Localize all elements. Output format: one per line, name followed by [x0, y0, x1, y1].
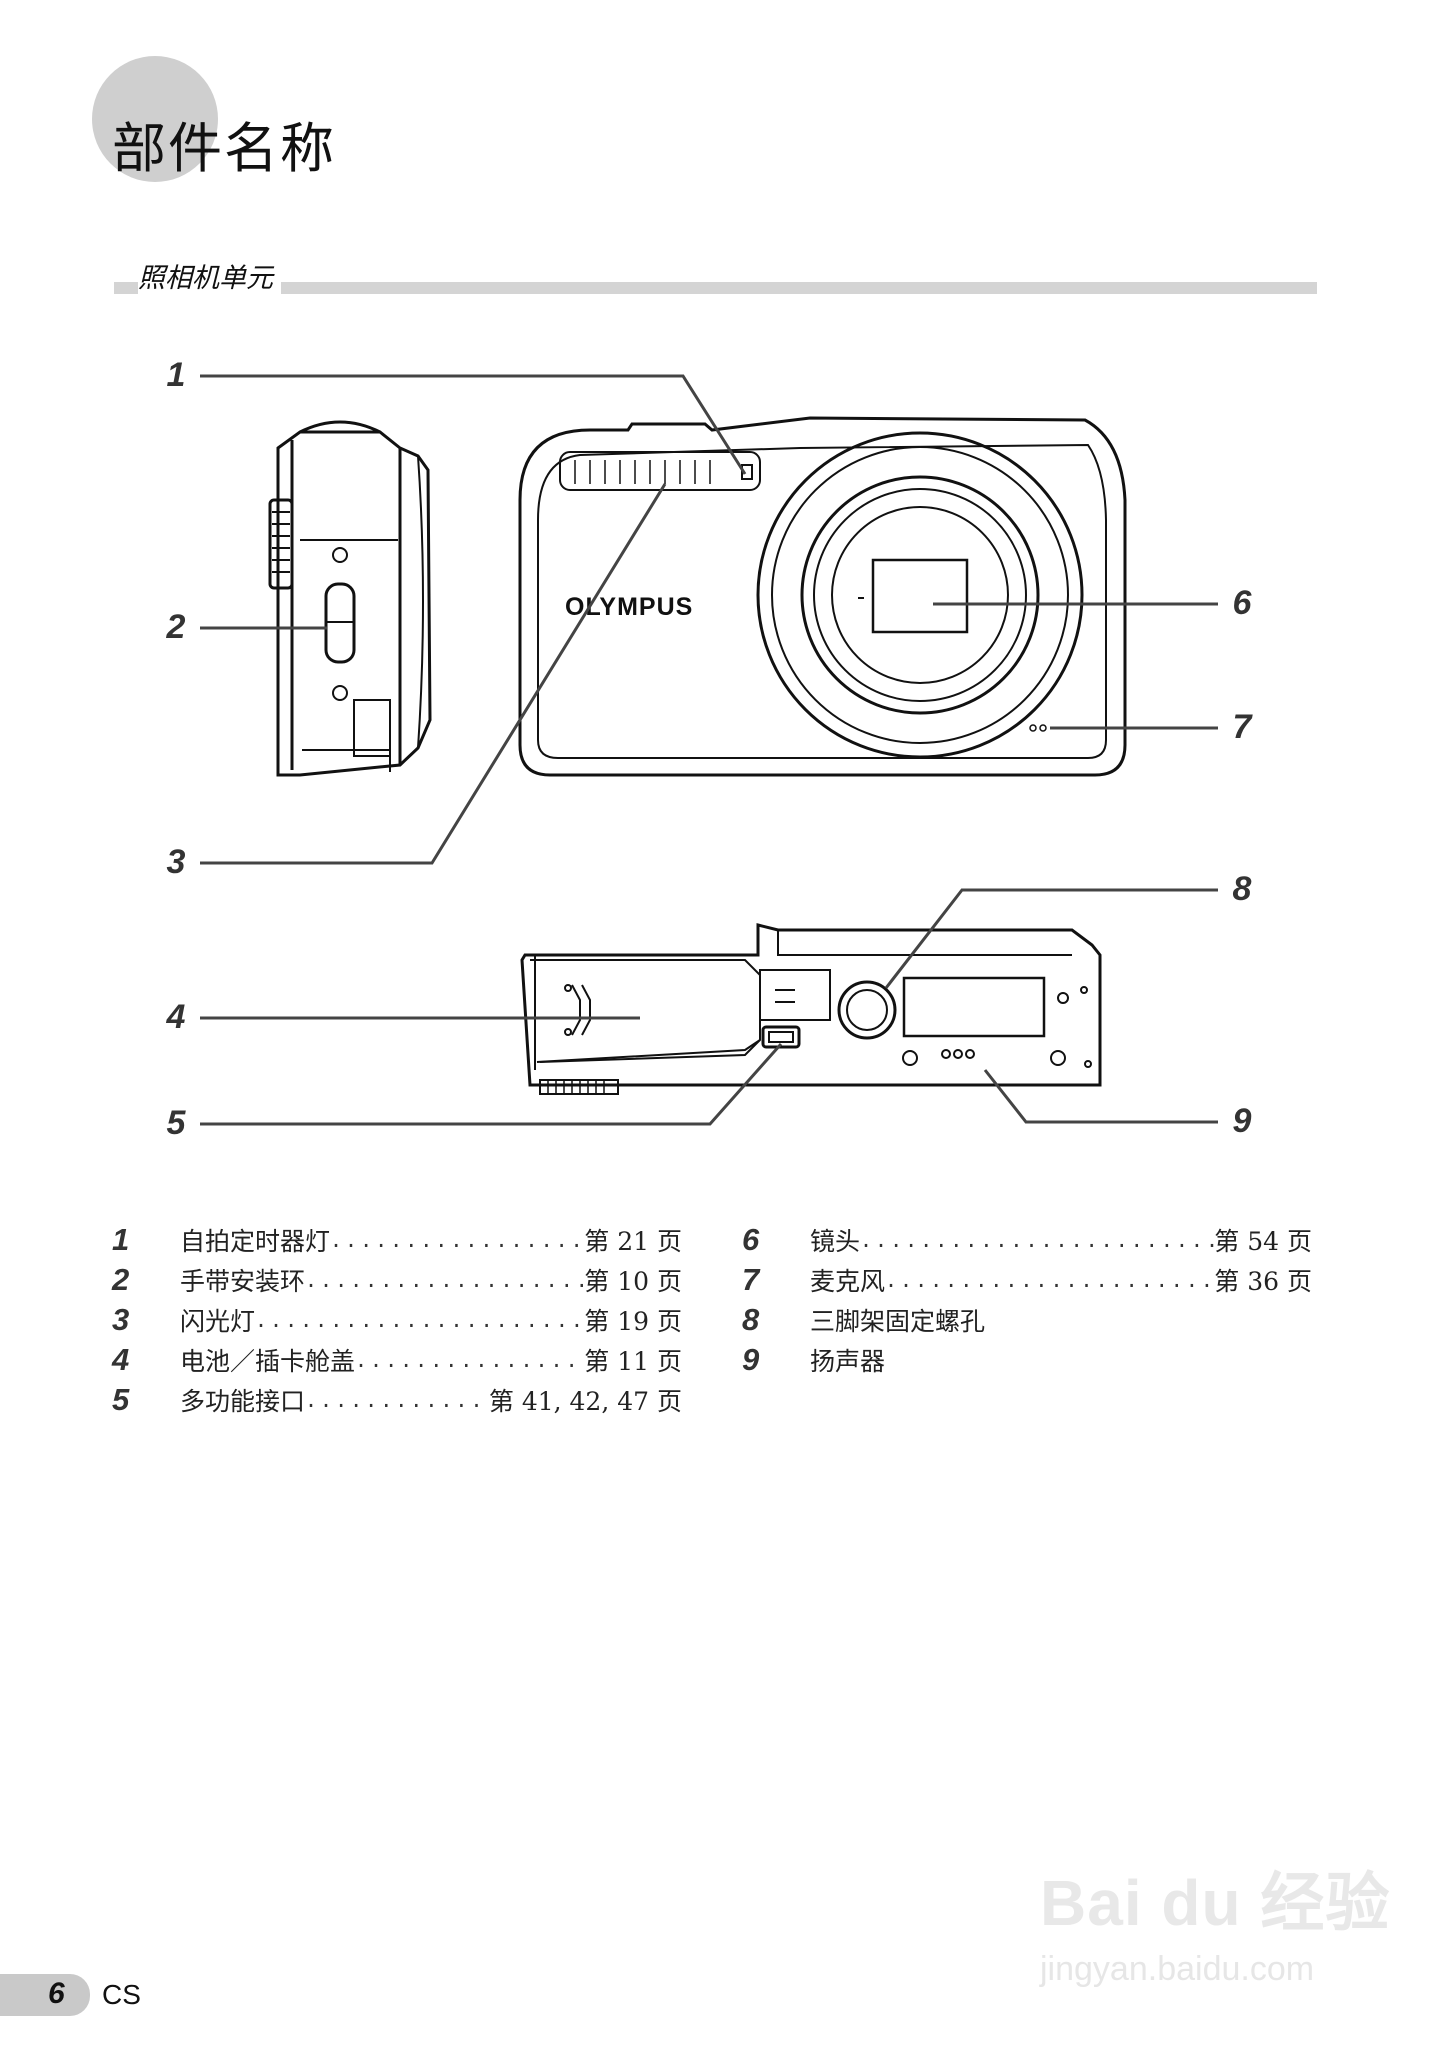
callout-1: 1: [166, 356, 186, 394]
leader-dots: ........................................…: [885, 1268, 1215, 1292]
legend-number: 7: [742, 1262, 760, 1297]
legend-number: 6: [742, 1222, 760, 1257]
leader-dots: ........................................…: [305, 1388, 489, 1412]
page-number-tab: [0, 1974, 90, 2016]
leader-dots: ........................................…: [330, 1228, 585, 1252]
legend-label: 多功能接口: [180, 1387, 306, 1416]
legend-label: 手带安装环: [180, 1267, 306, 1296]
legend-number: 3: [112, 1302, 130, 1337]
legend-page-ref: 第 41, 42, 47 页: [488, 1387, 682, 1416]
legend-item: 8 三脚架固定螺孔: [742, 1300, 1312, 1340]
section-divider: [114, 282, 1317, 294]
legend-item: 3 闪光灯 ..................................…: [112, 1300, 682, 1340]
legend-number: 9: [742, 1342, 760, 1377]
legend-item: 6 镜头 ...................................…: [742, 1220, 1312, 1260]
legend-label: 闪光灯: [180, 1307, 256, 1336]
legend-item: 2 手带安装环 ................................…: [112, 1260, 682, 1300]
legend-label: 扬声器: [810, 1347, 886, 1376]
legend-item: 5 多功能接口 ................................…: [112, 1380, 682, 1420]
legend-item: 4 电池／插卡舱盖 ..............................…: [112, 1340, 682, 1380]
callout-7: 7: [1232, 708, 1252, 746]
callout-leader-lines: [200, 374, 1218, 1126]
camera-brand-label: OLYMPUS: [565, 593, 693, 621]
leader-dots: ........................................…: [860, 1228, 1214, 1252]
section-title: 照相机单元: [138, 256, 281, 295]
title-decoration-icon: [92, 56, 218, 182]
leader-dots: ........................................…: [355, 1348, 584, 1372]
legend-page-ref: 第 11 页: [584, 1347, 682, 1376]
legend-label: 三脚架固定螺孔: [810, 1307, 986, 1336]
legend-label: 电池／插卡舱盖: [180, 1347, 356, 1376]
legend-item: 7 麦克风 ..................................…: [742, 1260, 1312, 1300]
legend-number: 2: [112, 1262, 130, 1297]
legend-item: 9 扬声器: [742, 1340, 1312, 1380]
camera-front-view: [518, 416, 1127, 777]
legend-page-ref: 第 19 页: [584, 1307, 682, 1336]
callout-6: 6: [1232, 584, 1252, 622]
callout-8: 8: [1232, 870, 1252, 908]
camera-parts-diagram: OLYMPUS: [200, 374, 1218, 1126]
legend-number: 1: [112, 1222, 130, 1257]
leader-dots: ........................................…: [255, 1308, 585, 1332]
watermark-logo: Bai du 经验: [1040, 1867, 1391, 1939]
camera-bottom-view: [520, 923, 1102, 1095]
legend-label: 自拍定时器灯: [180, 1227, 331, 1256]
legend-label: 麦克风: [810, 1267, 886, 1296]
legend-page-ref: 第 36 页: [1214, 1267, 1312, 1296]
language-code: CS: [102, 1979, 141, 2010]
legend-label: 镜头: [810, 1227, 861, 1256]
callout-9: 9: [1232, 1102, 1252, 1140]
legend-item: 1 自拍定时器灯 ...............................…: [112, 1220, 682, 1260]
legend-number: 5: [112, 1382, 130, 1417]
watermark-url: jingyan.baidu.com: [1040, 1950, 1315, 1988]
callout-3: 3: [166, 843, 186, 881]
page-number: 6: [48, 1977, 65, 2010]
callout-4: 4: [166, 998, 186, 1036]
callout-2: 2: [166, 608, 186, 646]
legend-number: 4: [112, 1342, 130, 1377]
legend-number: 8: [742, 1302, 760, 1337]
legend-page-ref: 第 21 页: [584, 1227, 682, 1256]
callout-5: 5: [166, 1104, 186, 1142]
page-title: 部件名称: [112, 117, 336, 180]
camera-side-view: [268, 420, 432, 777]
leader-dots: ........................................…: [305, 1268, 584, 1292]
legend-page-ref: 第 10 页: [584, 1267, 682, 1296]
legend-page-ref: 第 54 页: [1214, 1227, 1312, 1256]
